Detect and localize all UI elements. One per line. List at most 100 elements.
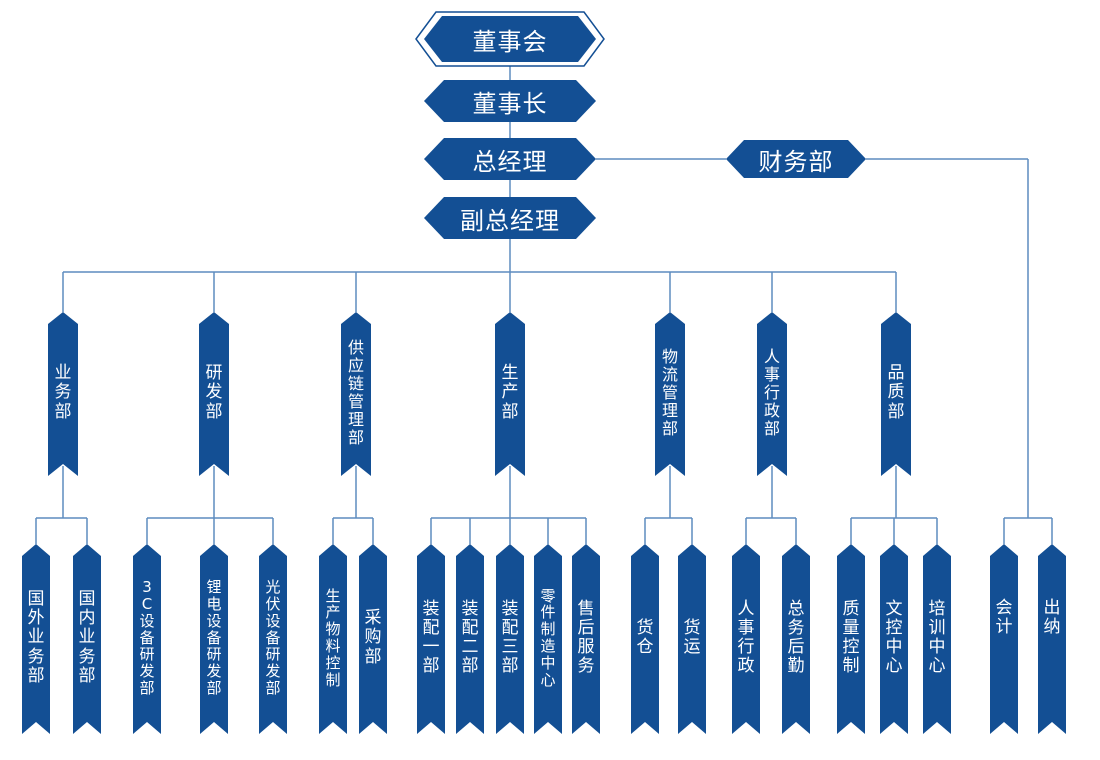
unit-prod-4-shape [572,544,600,734]
finance-unit-2: 出纳 [1035,560,1069,676]
chairman-label: 董事长 [472,89,548,118]
unit-logi-2: 货运 [675,560,709,716]
department-quality-shape [881,312,911,476]
unit-sales-2-text: 国内业务部 [78,589,96,686]
finance-department-node: 财务部 [726,140,866,178]
department-supply-shape [341,312,371,476]
unit-rd-2: 锂电设备研发部 [197,560,231,716]
unit-sales-0-shape [22,544,50,734]
unit-quality-1-shape [880,544,908,734]
unit-quality-0-shape [837,544,865,734]
unit-rd-2-text: 锂电设备研发部 [206,578,222,697]
department-sales-text: 业务部 [54,363,72,422]
department-prod-shape [495,312,525,476]
board-label: 董事会 [472,27,548,56]
unit-rd-2-shape [259,544,287,734]
department-sales: 业务部 [46,328,80,458]
vice-general-manager-label: 副总经理 [460,206,560,235]
unit-logi-1: 货仓 [628,560,662,716]
finance-department-label: 财务部 [758,147,834,176]
chairman-shape [424,80,596,122]
unit-hr-2-text: 总务后勤 [787,598,805,677]
unit-sales-1-text: 国外业务部 [27,589,45,686]
unit-prod-2-shape [496,544,524,734]
department-prod-text: 生产部 [501,363,519,422]
finance-unit-2-text: 出纳 [1043,597,1061,637]
unit-prod-4-text: 零件制造中心 [540,586,556,689]
unit-logi-2-text: 货运 [683,617,701,657]
unit-quality-3: 培训中心 [920,560,954,716]
unit-quality-1: 质量控制 [834,560,868,716]
unit-prod-1-text: 装配一部 [422,598,440,677]
unit-rd-1-shape [200,544,228,734]
department-rd: 研发部 [197,328,231,458]
unit-prod-3-text: 装配三部 [501,598,519,677]
unit-supply-2: 采购部 [356,560,390,716]
unit-prod-2: 装配二部 [453,560,487,716]
board-shape [424,16,596,62]
department-hr: 人事行政部 [755,328,789,458]
unit-prod-3-shape [534,544,562,734]
unit-hr-0-shape [732,544,760,734]
unit-logi-1-shape [678,544,706,734]
department-logi-text: 物流管理部 [661,347,678,438]
unit-hr-2: 总务后勤 [779,560,813,716]
general-manager-node: 总经理 [424,138,596,180]
unit-quality-3-text: 培训中心 [928,598,946,677]
unit-prod-1-shape [456,544,484,734]
unit-supply-0-shape [319,544,347,734]
unit-logi-0-shape [631,544,659,734]
unit-logi-1-text: 货仓 [636,617,654,657]
department-quality: 品质部 [879,328,913,458]
department-supply-text: 供应链管理部 [347,338,364,447]
department-supply: 供应链管理部 [339,328,373,458]
unit-prod-5: 售后服务 [569,560,603,716]
department-sales-shape [48,312,78,476]
unit-sales-1-shape [73,544,101,734]
general-manager-shape [424,138,596,180]
unit-sales-1: 国外业务部 [19,560,53,716]
unit-rd-0-shape [133,544,161,734]
unit-quality-1-text: 质量控制 [842,598,860,677]
unit-quality-2-text: 文控中心 [885,598,903,677]
finance-unit-1-shape [1038,544,1066,734]
unit-rd-3: 光伏设备研发部 [256,560,290,716]
department-hr-text: 人事行政部 [763,347,780,438]
department-logi: 物流管理部 [653,328,687,458]
unit-prod-0-shape [417,544,445,734]
vice-general-manager-node: 副总经理 [424,197,596,239]
department-prod: 生产部 [493,328,527,458]
unit-quality-2-shape [923,544,951,734]
chairman-node: 董事长 [424,80,596,122]
unit-quality-2: 文控中心 [877,560,911,716]
finance-department-shape [726,140,866,178]
unit-hr-1: 人事行政 [729,560,763,716]
finance-unit-1: 会计 [987,560,1021,676]
unit-rd-3-text: 光伏设备研发部 [265,578,281,697]
unit-prod-3: 装配三部 [493,560,527,716]
department-hr-shape [757,312,787,476]
unit-prod-4: 零件制造中心 [531,560,565,716]
department-rd-text: 研发部 [205,363,223,422]
finance-unit-1-text: 会计 [995,597,1013,637]
unit-prod-2-text: 装配二部 [461,598,479,677]
department-logi-shape [655,312,685,476]
unit-supply-1: 生产物料控制 [316,560,350,716]
vice-general-manager-shape [424,197,596,239]
unit-supply-2-text: 采购部 [364,608,382,667]
department-quality-text: 品质部 [887,363,905,422]
unit-sales-2: 国内业务部 [70,560,104,716]
unit-prod-1: 装配一部 [414,560,448,716]
unit-supply-1-text: 生产物料控制 [325,586,341,689]
department-rd-shape [199,312,229,476]
unit-hr-1-shape [782,544,810,734]
unit-supply-1-shape [359,544,387,734]
unit-prod-5-text: 售后服务 [577,598,595,677]
finance-unit-0-shape [990,544,1018,734]
general-manager-label: 总经理 [472,147,548,176]
